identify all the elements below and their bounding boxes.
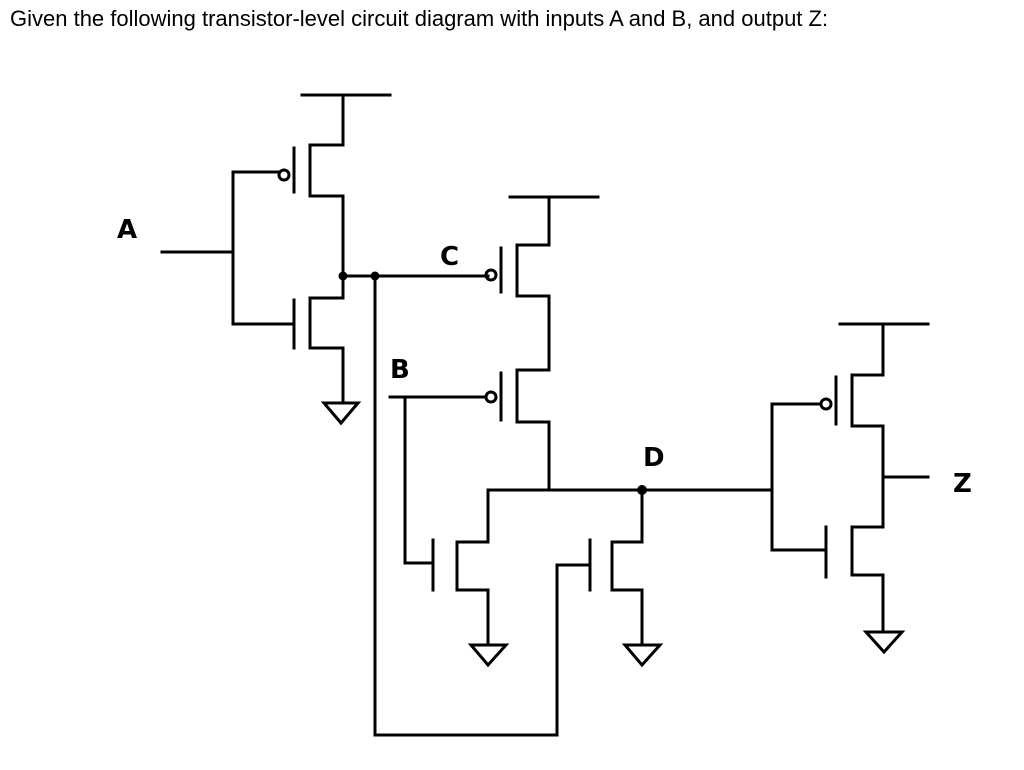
pmos-1-bubble xyxy=(277,168,291,182)
nmos-b-channel xyxy=(455,488,490,645)
pmos-series-channel xyxy=(515,195,551,492)
nmos-1-channel xyxy=(308,274,345,402)
node-c-return-wire xyxy=(373,274,592,737)
inverter-a xyxy=(160,93,490,426)
label-b: B xyxy=(390,355,410,385)
label-c: C xyxy=(440,242,459,272)
ground-4 xyxy=(862,630,906,655)
inverter-out xyxy=(770,322,930,655)
inverter-out-channel xyxy=(850,322,885,632)
ground-1 xyxy=(320,401,362,426)
gate-b-wire xyxy=(403,395,435,565)
label-a: A xyxy=(117,215,137,245)
nor-gate xyxy=(373,195,774,737)
label-z: Z xyxy=(953,469,972,499)
label-d: D xyxy=(643,443,665,473)
nmos-c-channel xyxy=(610,488,644,645)
pmos-1-channel xyxy=(308,93,345,278)
pmos-2-bubble xyxy=(484,268,498,282)
junction-dot xyxy=(637,485,647,495)
junction-dot xyxy=(338,271,348,281)
ground-2 xyxy=(467,643,510,668)
question-text: Given the following transistor-level cir… xyxy=(10,6,829,31)
ground-3 xyxy=(621,643,664,668)
